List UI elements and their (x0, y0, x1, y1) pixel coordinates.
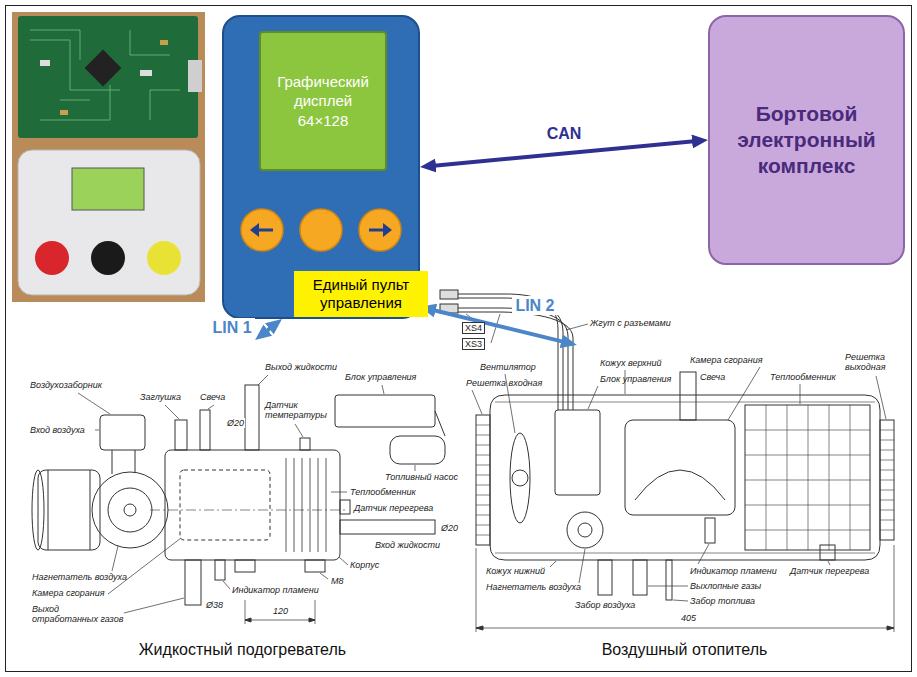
part-label: Нагнетатель воздуха (486, 582, 581, 592)
panel-buttons (222, 185, 420, 265)
part-label: Топливный насос (385, 472, 458, 482)
panel-title: Единый пульт управления (294, 271, 428, 317)
part-label: Камера сгорания (690, 355, 763, 365)
part-label: Нагнетатель воздуха (32, 572, 127, 582)
control-panel: Единый пульт управленияГрафический диспл… (222, 15, 420, 319)
air-heater-drawing (476, 372, 894, 632)
figure-caption: Воздушный отопитель (462, 640, 907, 659)
bus-label: CAN (544, 124, 585, 143)
part-label: Вход жидкости (375, 540, 440, 550)
bus-label: LIN 2 (512, 296, 557, 315)
part-label: Теплообменник (350, 487, 416, 497)
part-label: Блок управления (345, 372, 416, 382)
lin-bus (260, 323, 277, 337)
part-label: Теплообменник (770, 372, 836, 382)
device-photo (12, 12, 205, 302)
frame (6, 6, 912, 672)
part-label: Индикатор пламени (690, 566, 777, 576)
part-label: Датчик температуры (265, 400, 327, 421)
part-label: Выход жидкости (265, 362, 337, 372)
part-label: Датчик перегрева (354, 503, 433, 513)
part-label: Решетка выходная (845, 352, 900, 373)
part-label: Вентилятор (480, 362, 536, 372)
display-text: Графический дисплей 64×128 (269, 72, 377, 131)
bus-label: LIN 1 (209, 318, 254, 337)
connector-label: XS4 (462, 322, 485, 334)
can-bus (426, 141, 702, 167)
part-label: Вход воздуха (30, 425, 85, 435)
graphic-display: Графический дисплей 64×128 (259, 31, 387, 171)
part-label: Индикатор пламени (232, 585, 319, 595)
part-label: Корпус (350, 560, 379, 570)
liquid-heater-drawing (32, 385, 445, 624)
button-middle (300, 209, 342, 251)
complex-title: Бортовой электронный комплекс (722, 101, 891, 180)
dimension: М8 (330, 576, 345, 586)
dimension: 405 (680, 613, 697, 623)
dimension: Ø38 (205, 600, 224, 610)
part-label: Забор воздуха (575, 600, 635, 610)
button-right (359, 209, 401, 251)
part-label: Кожух верхний (600, 358, 662, 368)
part-label: Датчик перегрева (790, 566, 869, 576)
connector-label: XS3 (462, 338, 485, 350)
button-left (241, 209, 283, 251)
part-label: Решетка входная (466, 378, 542, 388)
figure-caption: Жидкостный подогреватель (25, 640, 460, 659)
part-label: Кожух нижний (486, 566, 545, 576)
dimension: Ø20 (226, 418, 245, 428)
part-label: Забор топлива (690, 596, 755, 606)
part-label: Свеча (700, 372, 725, 382)
part-label: Камера сгорания (32, 588, 105, 598)
dimension: Ø20 (440, 523, 459, 533)
part-label: Жгут с разъемами (590, 318, 671, 328)
onboard-complex: Бортовой электронный комплекс (708, 15, 905, 265)
wire-harness (440, 290, 573, 410)
part-label: Заглушка (140, 392, 181, 402)
leader-lines (78, 314, 886, 613)
part-label: Свеча (200, 392, 225, 402)
part-label: Блок управления (600, 374, 671, 384)
part-label: Выход отработанных газов (32, 604, 127, 625)
part-label: Воздухозаборник (30, 380, 102, 390)
dimension: 120 (272, 606, 289, 616)
part-label: Выхлопные газы (690, 581, 761, 591)
